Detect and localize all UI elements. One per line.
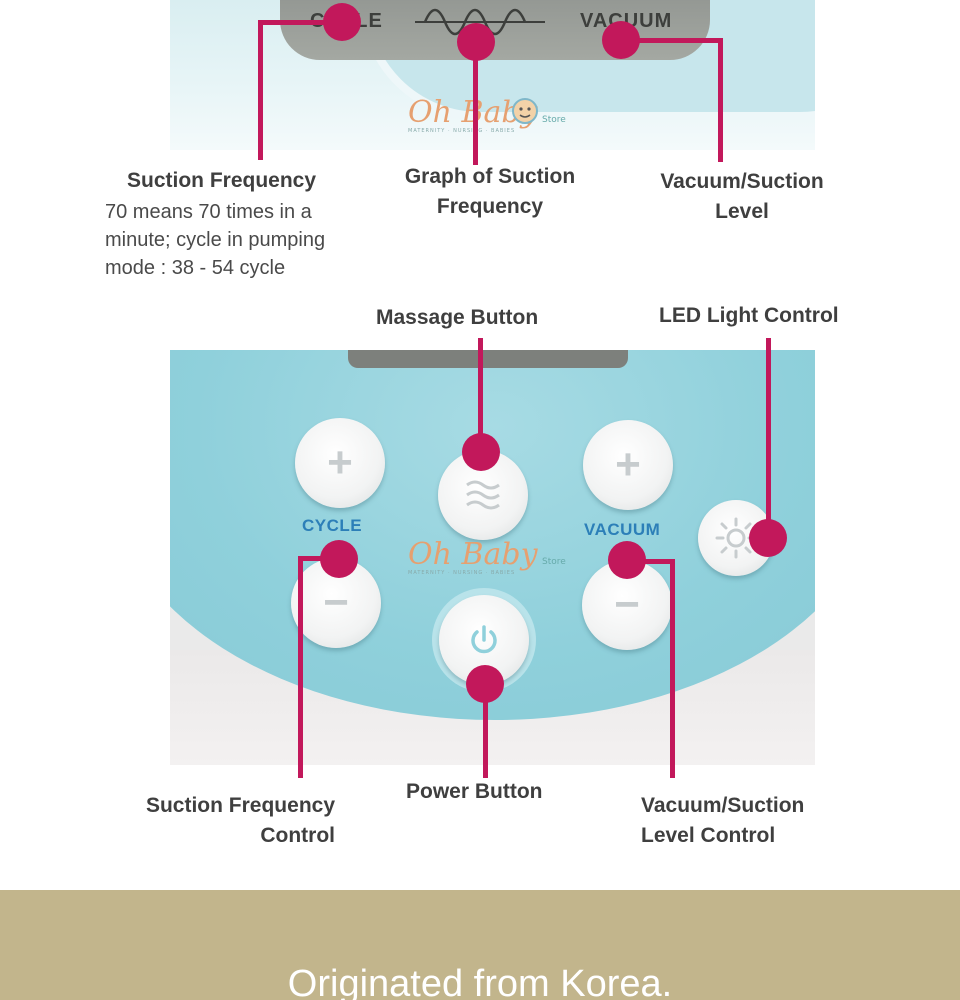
top-device-photo: CYCLE VACUUM Oh Baby Store MATERNITY · N… xyxy=(170,0,815,150)
callout-line-power xyxy=(483,685,488,778)
minus-icon: − xyxy=(323,578,349,627)
frequency-wave-icon xyxy=(415,8,545,36)
plus-icon: + xyxy=(615,440,641,489)
cycle-label: CYCLE xyxy=(302,516,363,535)
watermark-subtitle: MATERNITY · NURSING · BABIES xyxy=(408,128,516,134)
callout-dot-massage xyxy=(462,433,500,471)
minus-icon: − xyxy=(614,580,640,629)
watermark-tag: Store xyxy=(542,557,566,567)
cycle-plus-button[interactable]: + xyxy=(295,418,385,508)
watermark-logo: Oh Baby Store MATERNITY · NURSING · BABI… xyxy=(408,537,566,577)
callout-dot-power xyxy=(466,665,504,703)
lcd-display-edge xyxy=(348,350,628,368)
bottom-device-photo: + + CYCLE VACUUM − xyxy=(170,350,815,765)
label-line: Level xyxy=(715,200,769,223)
footer-origin-text: Originated from Korea. xyxy=(287,963,673,1000)
plus-icon: + xyxy=(327,438,353,487)
callout-dot-graph xyxy=(457,23,495,61)
callout-line-massage xyxy=(478,338,483,453)
callout-line-graph xyxy=(473,40,478,165)
watermark-tag: Store xyxy=(542,115,566,125)
callout-line-vacuum-control-h xyxy=(627,559,675,564)
waves-icon xyxy=(466,480,500,510)
callout-line-vacuum xyxy=(718,40,723,162)
label-vacuum-suction-level: Vacuum/Suction Level xyxy=(632,167,852,227)
label-line: Vacuum/Suction xyxy=(660,170,824,193)
footer-band xyxy=(0,890,960,1000)
label-suction-frequency-control: Suction Frequency Control xyxy=(90,791,335,851)
watermark-subtitle: MATERNITY · NURSING · BABIES xyxy=(408,570,516,576)
label-line: Level Control xyxy=(641,824,776,847)
power-button[interactable] xyxy=(439,595,529,685)
callout-dot-vacuum xyxy=(602,21,640,59)
label-led-light-control: LED Light Control xyxy=(659,304,839,327)
watermark-text: Oh Baby xyxy=(408,537,538,572)
baby-face-icon xyxy=(512,98,538,124)
suction-frequency-description: 70 means 70 times in a minute; cycle in … xyxy=(105,198,325,282)
label-line: Graph of Suction xyxy=(404,165,576,188)
callout-line-frequency xyxy=(258,20,263,160)
callout-line-vacuum-h xyxy=(620,38,723,43)
label-vacuum-suction-level-control: Vacuum/Suction Level Control xyxy=(641,791,804,851)
callout-line-led xyxy=(766,338,771,538)
label-line: Frequency xyxy=(436,195,544,218)
massage-button[interactable] xyxy=(438,450,528,540)
description-line: 70 means 70 times in a xyxy=(105,201,312,223)
callout-line-frequency-control xyxy=(298,556,303,778)
label-power-button: Power Button xyxy=(406,780,543,803)
label-line: Control xyxy=(260,824,335,847)
label-massage-button: Massage Button xyxy=(376,306,539,329)
label-suction-frequency: Suction Frequency xyxy=(127,169,317,192)
callout-dot-frequency-control xyxy=(320,540,358,578)
callout-line-vacuum-control xyxy=(670,560,675,778)
callout-line-frequency-h xyxy=(258,20,342,25)
vacuum-label: VACUUM xyxy=(584,520,661,539)
watermark-logo: Oh Baby Store MATERNITY · NURSING · BABI… xyxy=(408,98,566,135)
callout-dot-led xyxy=(749,519,787,557)
label-line: Suction Frequency xyxy=(145,794,335,817)
power-icon xyxy=(471,625,497,654)
callout-dot-frequency xyxy=(323,3,361,41)
callout-dot-vacuum-control xyxy=(608,541,646,579)
description-line: mode : 38 - 54 cycle xyxy=(105,257,286,279)
label-line: Vacuum/Suction xyxy=(641,794,805,817)
label-graph-suction-frequency: Graph of Suction Frequency xyxy=(380,162,600,222)
vacuum-plus-button[interactable]: + xyxy=(583,420,673,510)
description-line: minute; cycle in pumping xyxy=(105,229,326,251)
